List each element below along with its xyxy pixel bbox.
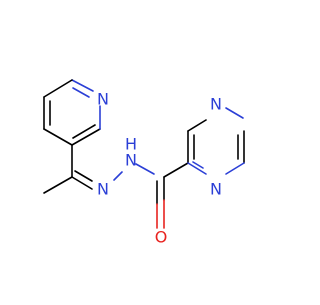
pyridine-ring <box>43 79 101 146</box>
bond <box>74 170 93 182</box>
bond <box>71 128 101 146</box>
carbonyl-oxygen-label: O <box>155 228 168 247</box>
amide-group <box>156 162 189 229</box>
bond <box>72 124 96 139</box>
pyridine-nitrogen-label: N <box>97 90 109 109</box>
bond <box>163 162 189 178</box>
bond <box>71 176 93 190</box>
amide-nitrogen-label: N <box>125 151 137 170</box>
bond <box>43 128 73 146</box>
bond <box>135 163 155 175</box>
pyrazine-top-nitrogen-label: N <box>210 95 222 114</box>
methyl-bond <box>43 176 73 194</box>
bond <box>71 79 94 92</box>
pyrazine-bottom-nitrogen-label: N <box>210 180 222 199</box>
amide-hydrogen-label: H <box>125 135 137 154</box>
bond <box>187 162 207 175</box>
hydrazone-nitrogen-label: N <box>97 180 109 199</box>
hydrazone-chain <box>43 144 155 194</box>
structure-canvas: N N N H O N N <box>43 79 245 247</box>
bond <box>225 162 245 175</box>
bond <box>72 87 90 98</box>
bond <box>192 161 204 169</box>
pyrazine-ring <box>187 107 245 175</box>
bond <box>225 107 244 119</box>
molecule-drawing: N N N H O N N <box>43 79 245 247</box>
bond <box>187 119 207 132</box>
bond <box>43 79 73 98</box>
bond <box>113 171 123 181</box>
